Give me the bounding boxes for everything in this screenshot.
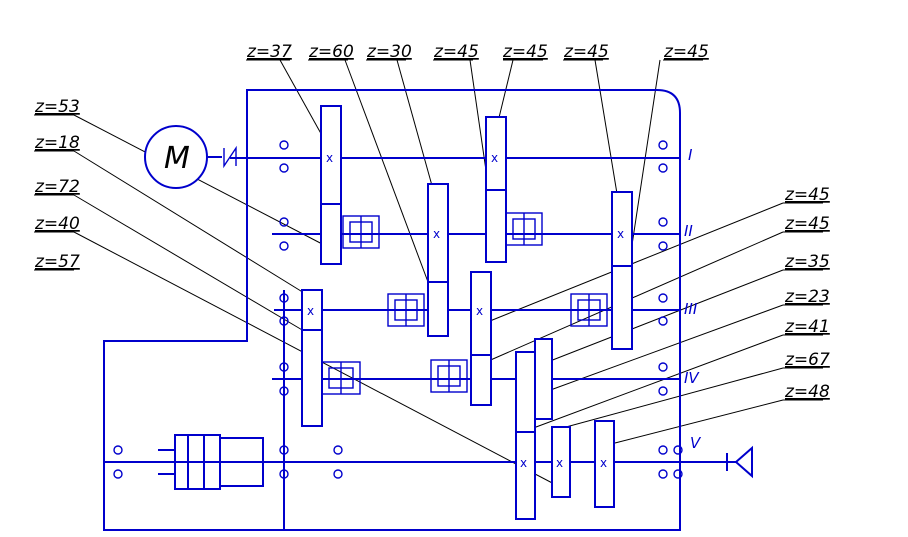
- svg-text:x: x: [491, 151, 498, 165]
- shaft-labels: I II III IV V: [684, 146, 702, 452]
- gear-label-z45-c: z=45: [563, 42, 609, 62]
- svg-text:x: x: [433, 227, 440, 241]
- gear-label-z53: z=53: [34, 97, 80, 117]
- bearings: [113, 140, 683, 479]
- gear-label-z72: z=72: [34, 177, 80, 197]
- svg-text:x: x: [307, 304, 314, 318]
- gear-label-z45-b: z=45: [502, 42, 548, 62]
- motor: M: [144, 125, 237, 189]
- gear-label-z30: z=30: [366, 42, 412, 62]
- gear-label-z60: z=60: [308, 42, 354, 62]
- svg-text:x: x: [326, 151, 333, 165]
- gear-label-z37: z=37: [246, 42, 292, 62]
- gear-label-z23: z=23: [784, 287, 830, 307]
- svg-text:x: x: [476, 304, 483, 318]
- svg-text:x: x: [617, 227, 624, 241]
- shaft-label-iv: IV: [684, 369, 700, 387]
- gear-label-z57: z=57: [34, 252, 80, 272]
- svg-text:x: x: [600, 456, 607, 470]
- gear-label-z45-f: z=45: [784, 214, 830, 234]
- gear-label-z67: z=67: [784, 350, 830, 370]
- gear-label-z48: z=48: [784, 382, 830, 402]
- gear-label-z45-a: z=45: [433, 42, 479, 62]
- gear-label-z40: z=40: [34, 214, 80, 234]
- shaft-label-v: V: [690, 434, 702, 452]
- gear-label-z45-e: z=45: [784, 185, 830, 205]
- output-flange: [726, 445, 753, 479]
- clutches: [321, 212, 608, 395]
- svg-text:x: x: [556, 456, 563, 470]
- gear-label-z18: z=18: [34, 133, 80, 153]
- motor-label: M: [164, 141, 190, 176]
- gear-labels: z=37 z=60 z=30 z=45 z=45 z=45 z=45 z=53 …: [34, 42, 830, 402]
- gears: x x x x x x x x x: [301, 105, 633, 520]
- svg-text:x: x: [520, 456, 527, 470]
- shaft-label-iii: III: [684, 300, 698, 318]
- shaft-label-i: I: [688, 146, 693, 164]
- hydraulic-cylinder: [158, 434, 264, 490]
- gear-label-z41: z=41: [784, 317, 830, 337]
- gear-label-z45-d: z=45: [663, 42, 709, 62]
- gearbox-housing: [103, 89, 681, 531]
- gear-label-z35: z=35: [784, 252, 830, 272]
- shafts: [104, 157, 740, 530]
- shaft-label-ii: II: [684, 222, 693, 240]
